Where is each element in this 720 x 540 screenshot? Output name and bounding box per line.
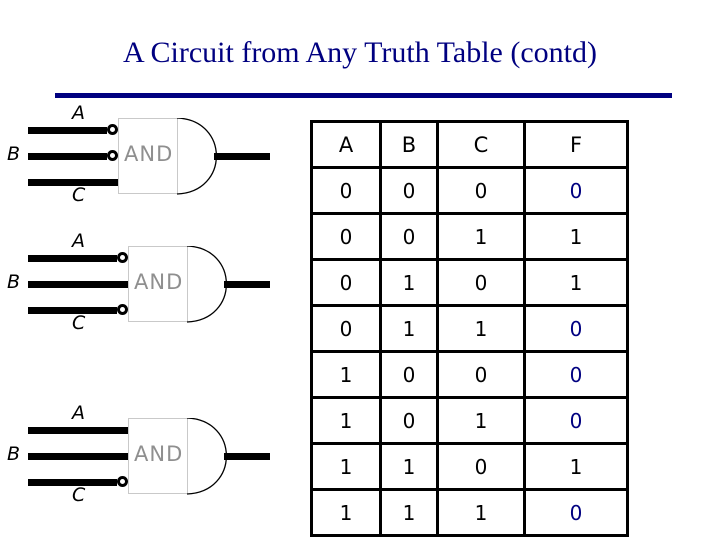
and-gate-body	[128, 418, 188, 494]
cell-f-row8: 0	[523, 488, 629, 537]
and-gate-label: AND	[134, 270, 184, 294]
truth-table-head: A B C F	[310, 120, 629, 169]
and-gate-label: AND	[124, 142, 174, 166]
cell-a-row7: 1	[310, 442, 382, 491]
cell-f-row7: 1	[523, 442, 629, 491]
column-header-b: B	[379, 120, 439, 169]
cell-b-row1: 0	[379, 166, 439, 215]
input-wire-c	[28, 179, 118, 186]
column-header-c: C	[436, 120, 526, 169]
cell-c-row6: 1	[436, 396, 526, 445]
cell-b-row8: 1	[379, 488, 439, 537]
input-wire-b	[28, 153, 107, 160]
input-wire-a	[28, 255, 117, 262]
gate-3: AND A B C	[0, 402, 300, 532]
pin-label-a: A	[72, 230, 85, 252]
pin-label-c: C	[72, 184, 86, 206]
inversion-bubble-b	[107, 150, 118, 161]
pin-label-c: C	[72, 484, 86, 506]
cell-b-row3: 1	[379, 258, 439, 307]
pin-label-a: A	[72, 102, 85, 124]
cell-c-row8: 1	[436, 488, 526, 537]
gate-2: AND A B C	[0, 230, 300, 360]
cell-a-row4: 0	[310, 304, 382, 353]
cell-b-row2: 0	[379, 212, 439, 261]
cell-a-row2: 0	[310, 212, 382, 261]
column-header-a: A	[310, 120, 382, 169]
cell-a-row1: 0	[310, 166, 382, 215]
and-gate-body	[118, 118, 178, 194]
output-wire	[224, 453, 270, 460]
and-gate-body	[128, 246, 188, 322]
cell-f-row3: 1	[523, 258, 629, 307]
cell-b-row4: 1	[379, 304, 439, 353]
inversion-bubble-a	[107, 124, 118, 135]
cell-c-row1: 0	[436, 166, 526, 215]
input-wire-b	[28, 453, 128, 460]
cell-b-row5: 0	[379, 350, 439, 399]
pin-label-c: C	[72, 312, 86, 334]
cell-b-row6: 0	[379, 396, 439, 445]
inversion-bubble-c	[117, 304, 128, 315]
input-wire-c	[28, 479, 117, 486]
cell-f-row4: 0	[523, 304, 629, 353]
title-underline-rule	[55, 93, 672, 98]
cell-c-row5: 0	[436, 350, 526, 399]
cell-a-row6: 1	[310, 396, 382, 445]
cell-c-row3: 0	[436, 258, 526, 307]
inversion-bubble-a	[117, 252, 128, 263]
pin-label-b: B	[7, 443, 21, 465]
output-wire	[214, 153, 270, 160]
input-wire-c	[28, 307, 117, 314]
cell-a-row3: 0	[310, 258, 382, 307]
cell-c-row4: 1	[436, 304, 526, 353]
output-wire	[224, 281, 270, 288]
pin-label-a: A	[72, 402, 85, 424]
pin-label-b: B	[7, 143, 21, 165]
circuit-diagram: AND A B C AND A B C AND A B C	[0, 0, 300, 540]
input-wire-a	[28, 127, 107, 134]
truth-table-header-row: A B C F	[310, 120, 629, 169]
cell-f-row1: 0	[523, 166, 629, 215]
cell-a-row8: 1	[310, 488, 382, 537]
cell-c-row2: 1	[436, 212, 526, 261]
page-title: A Circuit from Any Truth Table (contd)	[123, 36, 597, 69]
pin-label-b: B	[7, 271, 21, 293]
cell-c-row7: 0	[436, 442, 526, 491]
column-header-f: F	[523, 120, 629, 169]
cell-f-row2: 1	[523, 212, 629, 261]
input-wire-a	[28, 427, 128, 434]
inversion-bubble-c	[117, 476, 128, 487]
cell-b-row7: 1	[379, 442, 439, 491]
and-gate-label: AND	[134, 442, 184, 466]
gate-1: AND A B C	[0, 102, 300, 232]
cell-a-row5: 1	[310, 350, 382, 399]
cell-f-row6: 0	[523, 396, 629, 445]
cell-f-row5: 0	[523, 350, 629, 399]
input-wire-b	[28, 281, 128, 288]
